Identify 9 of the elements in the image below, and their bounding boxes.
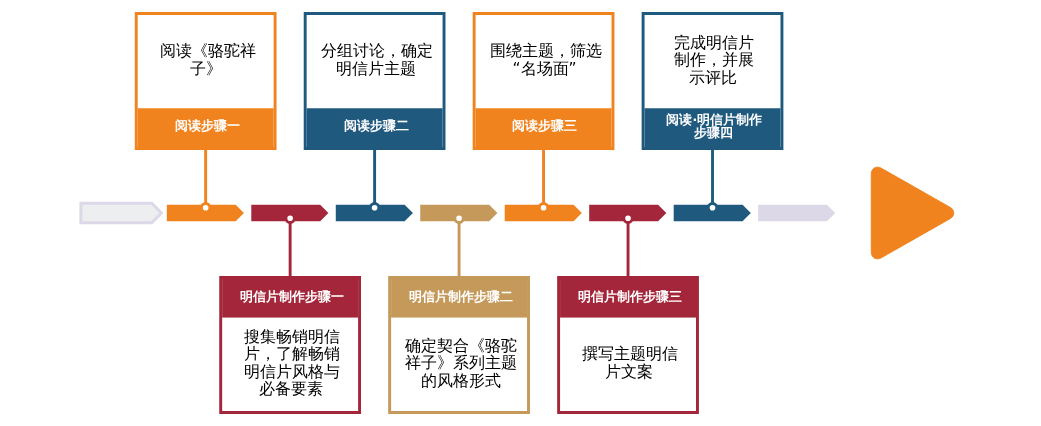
connector xyxy=(537,150,550,214)
node-triangle xyxy=(870,166,955,260)
connector xyxy=(453,212,465,276)
connector xyxy=(368,150,381,214)
node-chevron xyxy=(79,201,164,225)
connector xyxy=(284,212,296,276)
connector xyxy=(199,150,212,214)
connector xyxy=(706,150,719,214)
connector xyxy=(622,212,634,276)
